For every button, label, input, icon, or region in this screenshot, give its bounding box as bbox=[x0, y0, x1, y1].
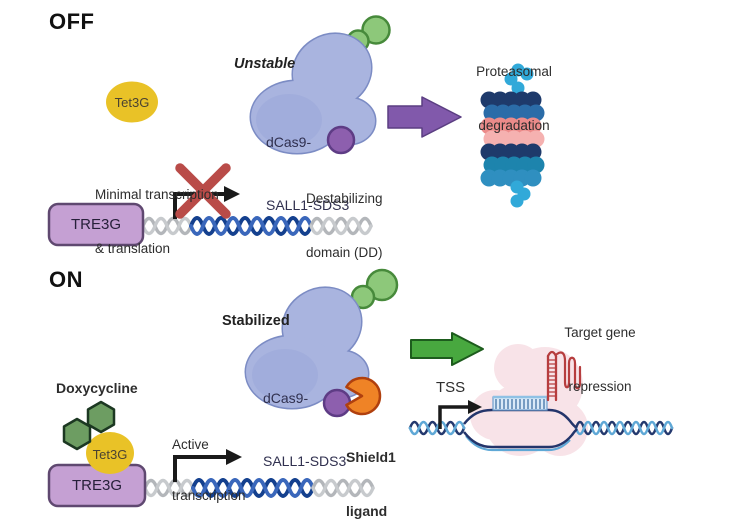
rloop-bubble bbox=[463, 408, 578, 452]
promoter-dna-off bbox=[141, 216, 373, 236]
unstable-label: Unstable bbox=[234, 56, 296, 72]
target-gene-repression-label: Target gene repression bbox=[564, 325, 636, 394]
repression-arrow-icon bbox=[410, 332, 484, 366]
minimal-transcription-label: Minimal transcription & translation bbox=[95, 187, 219, 256]
grna-dna-hybrid-ladder bbox=[492, 395, 548, 411]
proteasome-illustration bbox=[480, 63, 545, 208]
tet3g-protein-off bbox=[106, 81, 158, 123]
dcas9-complex-label-off: dCas9- SALL1-SDS3 bbox=[266, 134, 350, 213]
stabilized-label: Stabilized bbox=[222, 313, 290, 329]
active-transcription-label: Active transcription & translation bbox=[172, 437, 246, 503]
degradation-arrow-icon bbox=[387, 96, 462, 138]
destabilizing-domain-label: Destabilizing domain (DD) bbox=[306, 191, 383, 260]
sgrna-bulges-on bbox=[350, 268, 399, 310]
tre3g-label-on: TRE3G bbox=[71, 477, 122, 494]
promoter-dna-on bbox=[143, 478, 375, 498]
proteasomal-degradation-label: Proteasomal degradation bbox=[476, 64, 552, 133]
sgrna-scaffold bbox=[546, 350, 582, 402]
shield1-ligand-label: Shield1 ligand bbox=[346, 449, 396, 519]
blocked-x-icon bbox=[175, 163, 231, 219]
tre3g-label-off: TRE3G bbox=[70, 216, 121, 233]
on-panel-title: ON bbox=[49, 267, 83, 292]
doxycycline-label: Doxycycline bbox=[56, 380, 138, 396]
shield1-ligand-shape bbox=[345, 376, 382, 416]
destabilizing-domain-circle-off bbox=[326, 125, 356, 155]
target-dna-helix bbox=[408, 420, 674, 436]
tet3g-label-off: Tet3G bbox=[114, 95, 150, 110]
doxycycline-hexagons bbox=[62, 400, 116, 451]
off-panel-title: OFF bbox=[49, 9, 95, 34]
tet3g-protein-on bbox=[86, 432, 134, 474]
tss-label: TSS bbox=[436, 379, 466, 396]
transcription-arrow-on-icon bbox=[173, 449, 242, 482]
tet3g-label-on: Tet3G bbox=[92, 447, 128, 462]
dcas9-complex-blob-off bbox=[249, 32, 377, 155]
dcas9-complex-label-on: dCas9- SALL1-SDS3 bbox=[263, 390, 347, 469]
tss-arrow-icon bbox=[438, 400, 482, 429]
tre3g-promoter-box-off bbox=[47, 202, 145, 247]
